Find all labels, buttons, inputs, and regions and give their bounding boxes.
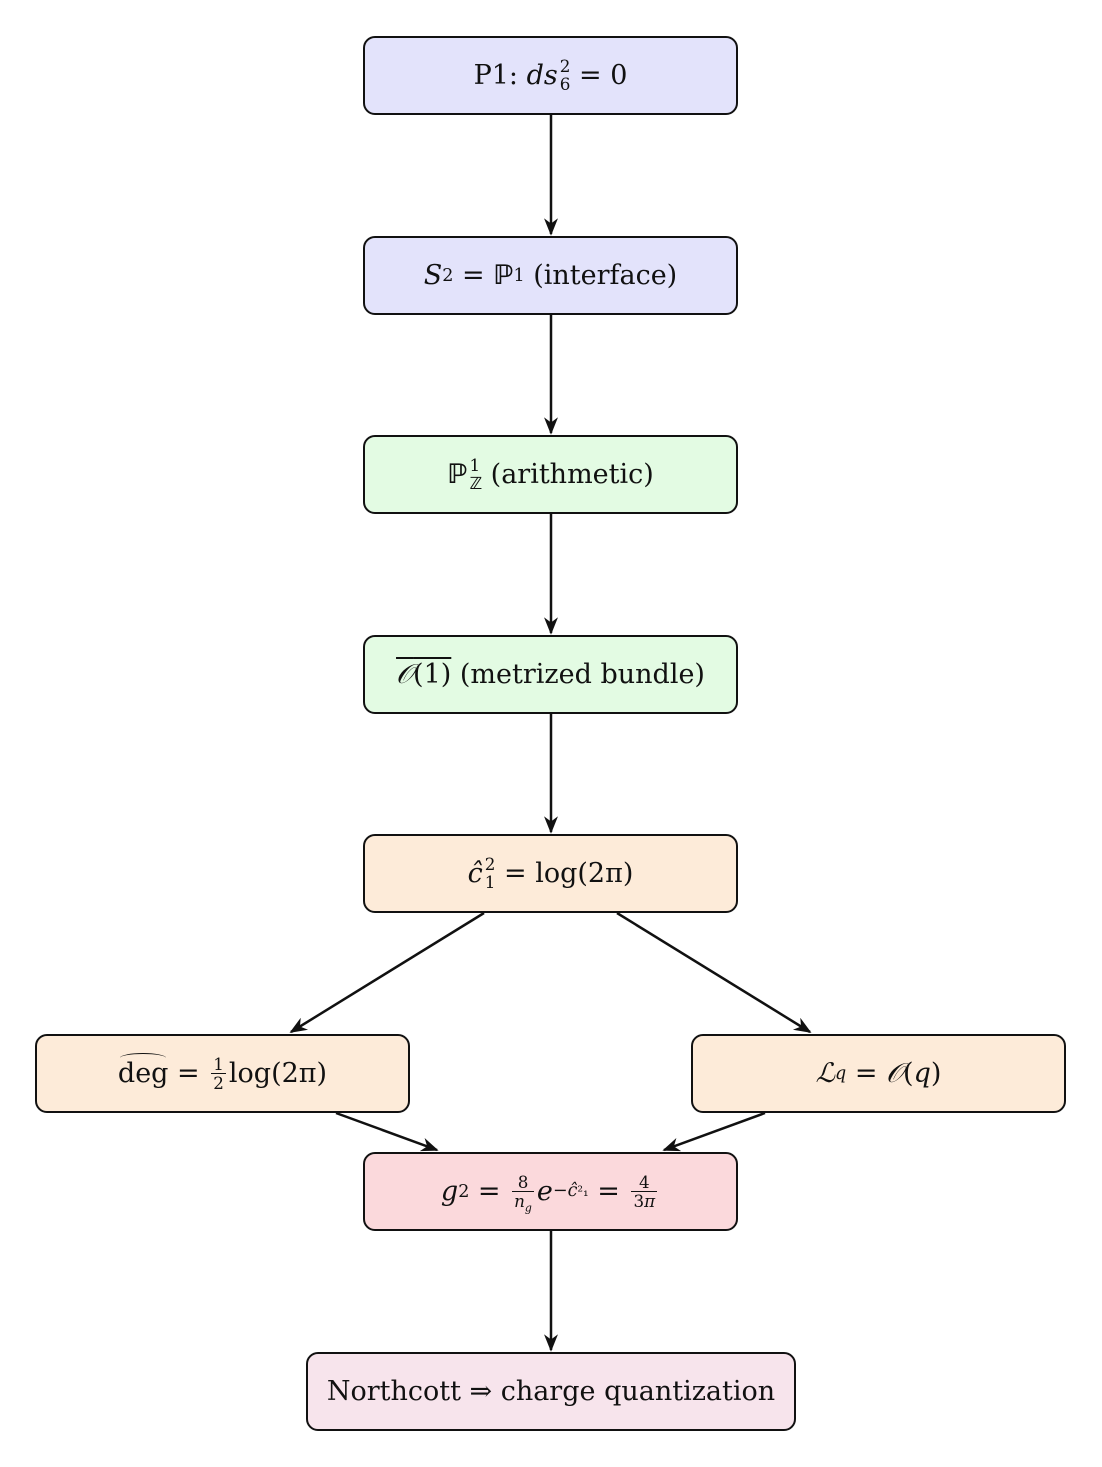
- edge-deg-to-g2: [335, 1111, 439, 1152]
- edge-chat-to-deg: [289, 911, 485, 1034]
- node-interface-label: (interface): [533, 260, 678, 291]
- node-metrized: 𝒪(1) (metrized bundle): [363, 635, 738, 714]
- node-p1-prefix: P1:: [473, 60, 519, 91]
- node-metrized-label: (metrized bundle): [459, 659, 705, 690]
- edge-lq-to-g2: [662, 1111, 766, 1152]
- node-p1-rhs: = 0: [579, 60, 628, 91]
- edge-chat-to-lq: [616, 911, 812, 1034]
- node-chat-rhs: = log(2π): [504, 858, 634, 889]
- node-deg-rhs: log(2π): [228, 1058, 328, 1089]
- node-arithmetic-label: (arithmetic): [490, 459, 654, 490]
- node-northcott-label: Northcott ⇒ charge quantization: [326, 1376, 776, 1407]
- node-p1-ds: ds: [526, 60, 558, 91]
- node-northcott: Northcott ⇒ charge quantization: [306, 1352, 796, 1431]
